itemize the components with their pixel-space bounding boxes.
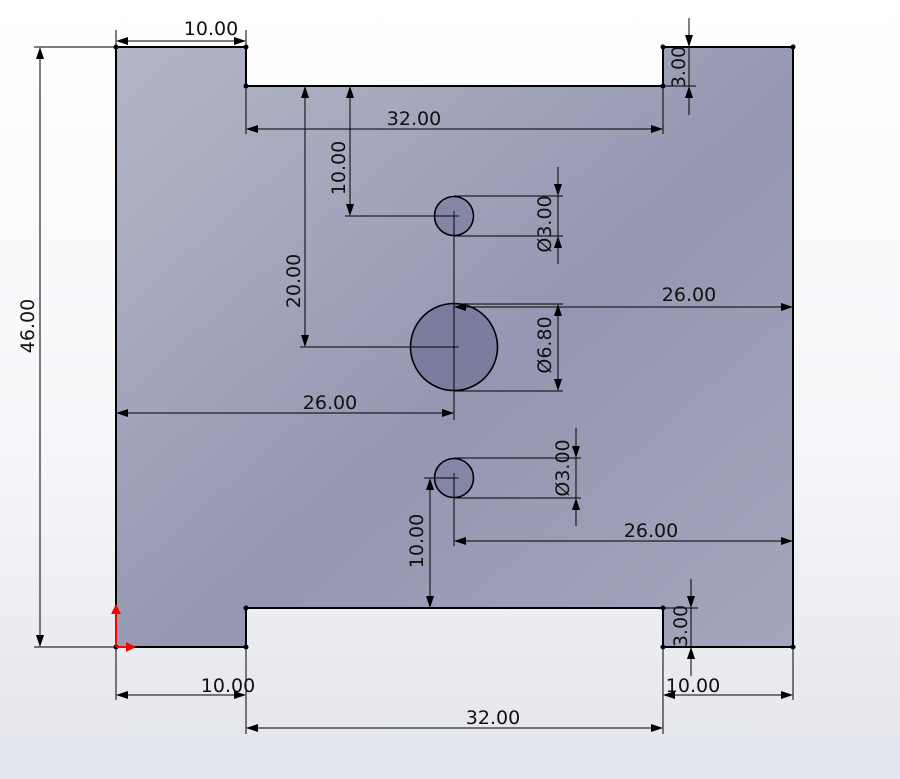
dim-upper-hole-diameter xyxy=(454,167,563,264)
dim-bottom-left-tab-width xyxy=(115,647,247,734)
dim-bottom-notch-depth xyxy=(663,579,698,676)
dim-upper-hole-offset xyxy=(345,86,454,217)
dim-overall-height xyxy=(34,46,116,648)
origin-axes-icon xyxy=(111,604,136,652)
dim-lower-hole-offset xyxy=(424,477,454,608)
dim-top-left-tab-width xyxy=(115,30,247,47)
label-center-hole-diameter[interactable]: Ø6.80 xyxy=(534,316,556,373)
label-upper-hole-offset[interactable]: 10.00 xyxy=(328,141,350,195)
label-bottom-notch-depth[interactable]: 3.00 xyxy=(670,605,692,647)
dim-top-notch-depth xyxy=(663,18,696,115)
label-bottom-right-tab-width[interactable]: 10.00 xyxy=(666,675,720,697)
dim-lower-hole-diameter xyxy=(454,428,581,526)
label-upper-hole-diameter[interactable]: Ø3.00 xyxy=(534,195,556,252)
label-top-notch-depth[interactable]: 3.00 xyxy=(668,46,690,88)
dim-center-hole-offset xyxy=(300,86,454,348)
label-top-notch-width[interactable]: 32.00 xyxy=(387,108,441,130)
label-bottom-notch-width[interactable]: 32.00 xyxy=(466,707,520,729)
label-lower-hole-diameter[interactable]: Ø3.00 xyxy=(552,439,574,496)
dim-lower-hole-right xyxy=(453,478,793,546)
dim-top-notch-width xyxy=(245,86,664,134)
label-bottom-left-tab-width[interactable]: 10.00 xyxy=(201,675,255,697)
label-top-left-tab-width[interactable]: 10.00 xyxy=(184,18,238,40)
label-center-hole-offset[interactable]: 20.00 xyxy=(283,254,305,308)
label-lower-hole-offset[interactable]: 10.00 xyxy=(406,514,428,568)
label-center-hole-left[interactable]: 26.00 xyxy=(303,392,357,414)
label-center-hole-right[interactable]: 26.00 xyxy=(662,284,716,306)
label-lower-hole-right[interactable]: 26.00 xyxy=(624,520,678,542)
label-overall-height[interactable]: 46.00 xyxy=(17,299,39,353)
dim-bottom-right-tab-width xyxy=(662,647,794,734)
